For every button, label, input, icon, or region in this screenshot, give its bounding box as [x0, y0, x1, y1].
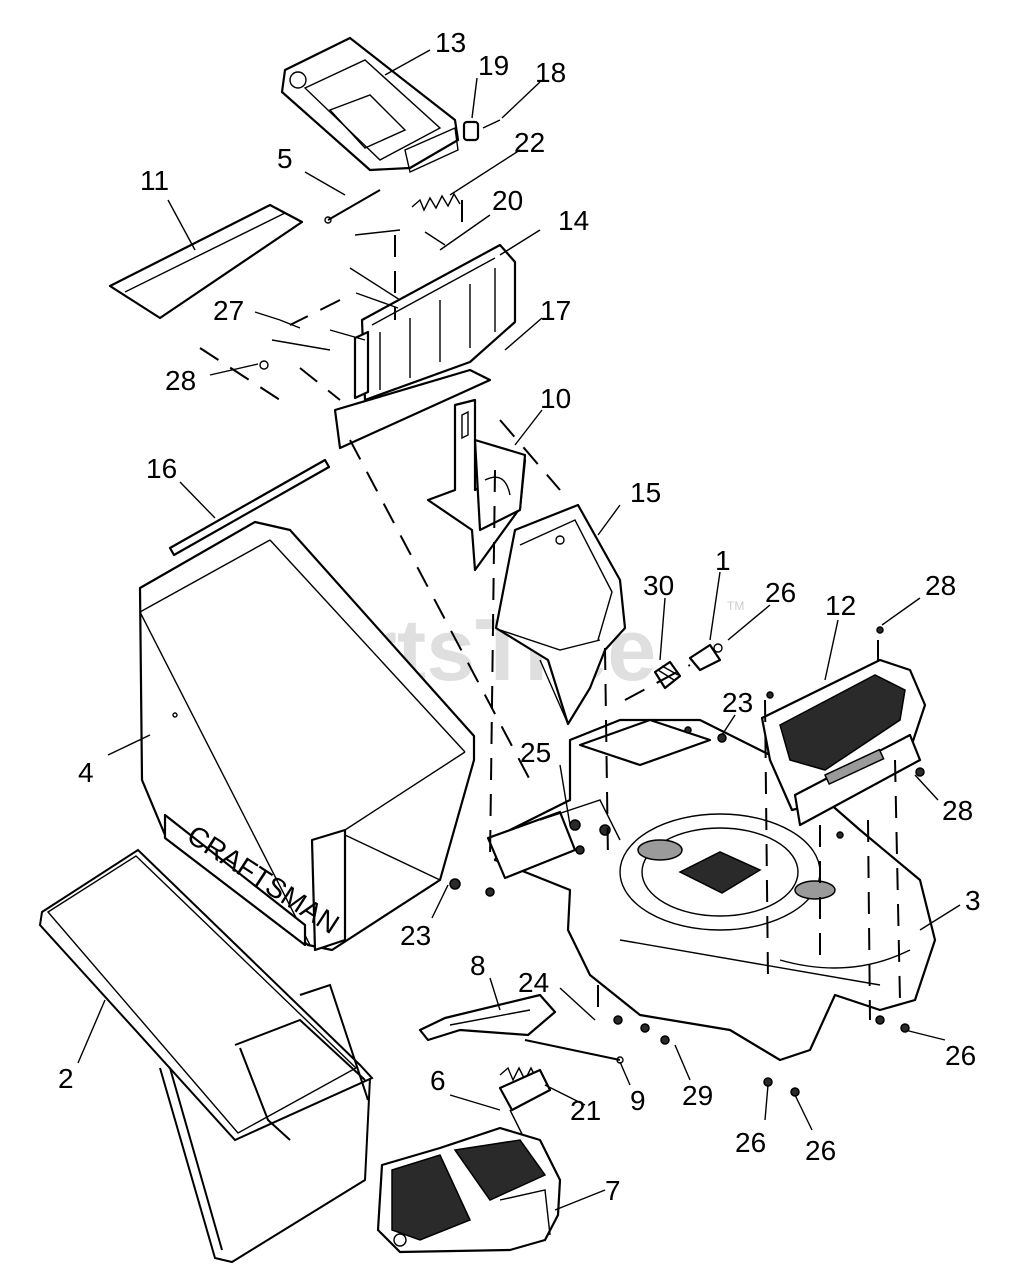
fasteners-top — [259, 189, 446, 370]
part-8-bracket — [418, 993, 557, 1042]
part-30-spring — [653, 660, 682, 690]
callout-23-lower: 23 — [400, 920, 431, 951]
callout-16: 16 — [146, 453, 177, 484]
part-9-rod — [524, 1039, 624, 1064]
callout-9: 9 — [630, 1085, 646, 1116]
part-10-plug — [426, 398, 527, 572]
part-21-spring — [499, 1066, 538, 1082]
callout-7: 7 — [605, 1175, 621, 1206]
part-7-side-chute — [376, 1126, 562, 1254]
callout-17: 17 — [540, 295, 571, 326]
callout-6: 6 — [430, 1065, 446, 1096]
part-12-filter-cover — [760, 658, 927, 827]
callout-labels: 13 19 18 5 22 11 20 14 27 17 28 10 16 15… — [58, 27, 981, 1206]
callout-15: 15 — [630, 477, 661, 508]
callout-5: 5 — [277, 143, 293, 174]
callout-28-right: 28 — [925, 570, 956, 601]
callout-4: 4 — [78, 757, 94, 788]
callout-10: 10 — [540, 383, 571, 414]
callout-12: 12 — [825, 590, 856, 621]
part-13-rear-flap — [280, 36, 460, 173]
callout-8: 8 — [470, 950, 486, 981]
callout-28-top: 28 — [165, 365, 196, 396]
callout-26-top: 26 — [765, 577, 796, 608]
part-1-latch — [688, 643, 723, 672]
callout-11: 11 — [140, 165, 169, 196]
callout-1: 1 — [715, 545, 731, 576]
watermark-tm: TM — [727, 599, 744, 613]
part-22-spring — [411, 192, 461, 212]
callout-14: 14 — [558, 205, 589, 236]
callout-22: 22 — [514, 127, 545, 158]
callout-20: 20 — [492, 185, 523, 216]
part-14-hinge-bracket — [333, 243, 517, 450]
callout-18: 18 — [535, 57, 566, 88]
callout-21: 21 — [570, 1095, 601, 1126]
callout-29: 29 — [682, 1080, 713, 1111]
assembly-dashes — [199, 200, 901, 1021]
callout-28-lower: 28 — [942, 795, 973, 826]
part-15-chute — [494, 503, 627, 726]
callout-13: 13 — [435, 27, 466, 58]
callout-24: 24 — [518, 967, 549, 998]
callout-26-bottom-left: 26 — [735, 1127, 766, 1158]
part-2-bag-frame — [38, 848, 374, 1264]
part-19-pin — [462, 119, 501, 142]
callout-25: 25 — [520, 737, 551, 768]
part-11-plate — [108, 203, 304, 320]
callout-23-upper: 23 — [722, 687, 753, 718]
callout-2: 2 — [58, 1063, 74, 1094]
callout-3: 3 — [965, 885, 981, 916]
part-4-grass-bag: CRAFTSMAN — [138, 520, 476, 952]
callout-26-bottom-right: 26 — [805, 1135, 836, 1166]
leader-lines — [77, 49, 961, 1211]
callout-26-right: 26 — [945, 1040, 976, 1071]
part-16-rod — [168, 458, 331, 557]
callout-27: 27 — [213, 295, 244, 326]
callout-30: 30 — [643, 570, 674, 601]
callout-19: 19 — [478, 50, 509, 81]
hardware-dots — [449, 626, 925, 1097]
